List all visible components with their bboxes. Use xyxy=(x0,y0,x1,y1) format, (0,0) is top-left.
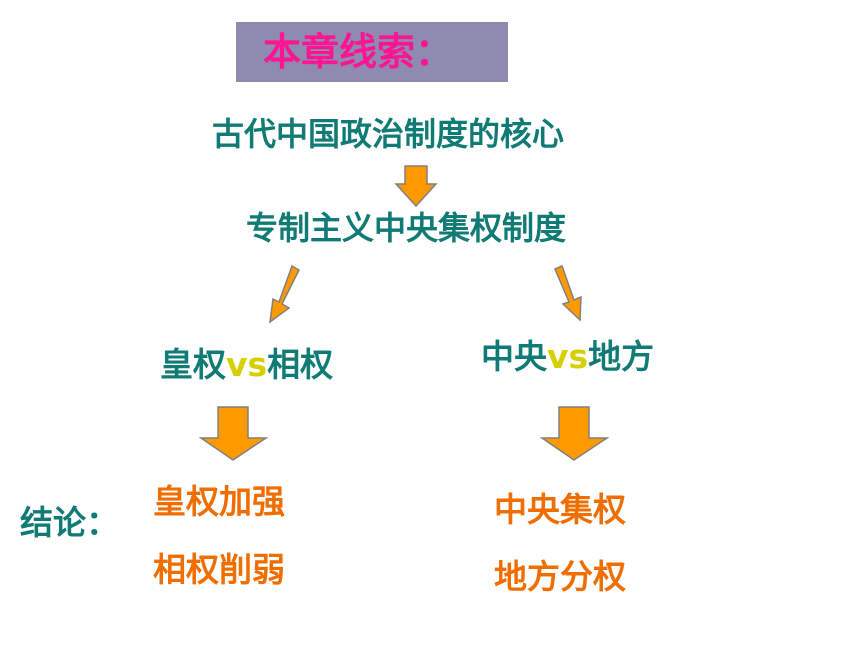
diagonal-arrow-right-icon xyxy=(554,264,582,322)
down-arrow-icon xyxy=(539,406,610,461)
node-emperor-vs-chancellor: 皇权vs相权 xyxy=(160,344,333,386)
node-central-vs-local: 中央vs地方 xyxy=(481,336,654,378)
down-arrow-icon xyxy=(394,165,438,208)
vs-label: vs xyxy=(547,337,589,376)
conclusion-label: 结论： xyxy=(20,503,119,542)
down-arrow-icon xyxy=(198,406,269,461)
node-system: 专制主义中央集权制度 xyxy=(246,209,567,247)
page-title: 本章线索： xyxy=(263,30,454,74)
conclusion-right-2: 地方分权 xyxy=(494,557,626,596)
node-core: 古代中国政治制度的核心 xyxy=(212,115,565,153)
diagonal-arrow-left-icon xyxy=(269,264,300,324)
conclusion-left-2: 相权削弱 xyxy=(153,550,285,589)
title-box xyxy=(236,22,508,82)
node-right-a: 中央 xyxy=(481,337,547,376)
node-right-b: 地方 xyxy=(588,337,655,376)
node-left-b: 相权 xyxy=(267,345,334,384)
node-left-a: 皇权 xyxy=(160,345,226,384)
vs-label: vs xyxy=(226,345,268,384)
conclusion-right-1: 中央集权 xyxy=(494,490,626,529)
conclusion-left-1: 皇权加强 xyxy=(153,482,285,521)
